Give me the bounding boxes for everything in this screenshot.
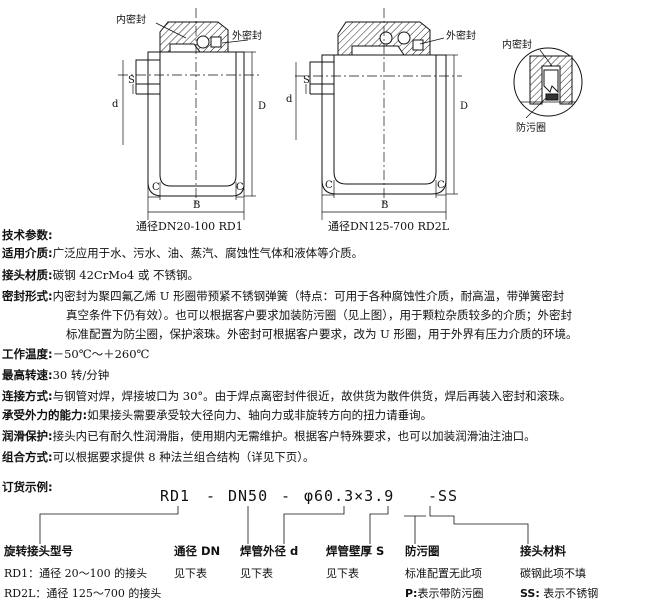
order-code-suffix: -SS — [428, 487, 459, 505]
order-code-pipe-size: φ60.3×3.9 — [304, 487, 395, 505]
param-seal-line3: 标准配置为防尘圈，保护滚珠。外密封可根据客户要求，改为 U 形圈，用于外界有压力… — [66, 327, 578, 341]
order-head-wall: 焊管壁厚 S — [326, 544, 385, 558]
technical-drawings: 内密封 外密封 S d D C C B 外密封 S d D C C B — [112, 8, 583, 220]
param-seal-line2: 真空条件下仍有效）。也可以根据客户要求加装防污圈（见上图），用于颗粒杂质较多的介… — [66, 308, 572, 322]
order-model-rd1: RD1：通径 20～100 的接头 — [4, 567, 148, 580]
label-dust-ring-3: 防污圈 — [516, 121, 546, 134]
order-dn-value: 见下表 — [174, 567, 207, 580]
order-title: 订货示例: — [2, 480, 53, 494]
param-speed: 最高转速:30 转/分钟 — [2, 368, 110, 382]
label-outer-seal-1: 外密封 — [232, 29, 262, 42]
caption-rd2l: 通径DN125-700 RD2L — [328, 220, 450, 233]
order-model-rd2l: RD2L：通径 125～700 的接头 — [4, 587, 162, 600]
label-d-small-1: d — [112, 99, 119, 110]
order-wall-value: 见下表 — [326, 567, 359, 580]
order-leader-lines — [39, 506, 529, 544]
label-s-2: S — [303, 75, 310, 86]
label-d-big-2: D — [460, 101, 468, 112]
order-head-od: 焊管外径 d — [240, 544, 299, 558]
order-head-dn: 通径 DN — [174, 544, 221, 558]
order-material-carbon: 碳钢此项不填 — [520, 567, 586, 580]
order-dust-standard: 标准配置无此项 — [405, 567, 482, 580]
label-b-2: B — [381, 200, 388, 211]
caption-rd1: 通径DN20-100 RD1 — [136, 220, 243, 233]
label-c-1a: C — [152, 182, 160, 193]
label-c-2b: C — [437, 180, 445, 191]
label-inner-seal-1: 内密封 — [116, 13, 146, 26]
label-outer-seal-2: 外密封 — [446, 29, 476, 42]
label-d-big-1: D — [258, 101, 266, 112]
order-code-model: RD1 — [160, 487, 191, 505]
order-dust-p: P:表示带防污圈 — [405, 587, 484, 600]
order-material-ss: SS: 表示不锈钢 — [520, 587, 599, 600]
label-b-1: B — [193, 200, 200, 211]
seal-detail-view — [513, 47, 583, 119]
order-head-model: 旋转接头型号 — [4, 544, 73, 558]
param-lubrication: 润滑保护:接头内已有耐久性润滑脂，使用期内无需维护。根据客户特殊要求，也可以加装… — [2, 429, 536, 443]
param-material: 接头材质:碳钢 42CrMo4 或 不锈钢。 — [2, 268, 200, 282]
label-s-1: S — [128, 75, 135, 86]
param-temperature: 工作温度:－50℃～＋260℃ — [2, 347, 150, 361]
order-code-dash-1: - — [206, 487, 217, 505]
param-medium: 适用介质:广泛应用于水、污水、油、蒸汽、腐蚀性气体和液体等介质。 — [2, 246, 364, 260]
param-load: 承受外力的能力:如果接头需要承受较大径向力、轴向力或非旋转方向的扭力请垂询。 — [2, 408, 433, 422]
label-c-1b: C — [236, 182, 244, 193]
drawing-rd1 — [118, 8, 262, 220]
label-c-2a: C — [325, 180, 333, 191]
params-title: 技术参数: — [2, 228, 53, 242]
order-od-value: 见下表 — [240, 567, 273, 580]
param-combination: 组合方式:可以根据要求提供 8 种法兰组合结构（详见下页）。 — [2, 450, 315, 464]
label-d-small-2: d — [286, 94, 293, 105]
order-code-dash-2: - — [281, 487, 292, 505]
label-inner-seal-3: 内密封 — [502, 38, 532, 51]
order-code-dn: DN50 — [228, 487, 269, 505]
param-seal: 密封形式:内密封为聚四氟乙烯 U 形圈带预紧不锈钢弹簧（特点：可用于各种腐蚀性介… — [2, 289, 565, 303]
param-connection: 连接方式:与钢管对焊，焊接坡口为 30°。由于焊点离密封件很近，故供货为散件供货… — [2, 389, 572, 403]
order-head-dust: 防污圈 — [405, 544, 440, 558]
drawing-rd2l — [295, 8, 462, 220]
order-head-material: 接头材料 — [520, 544, 566, 558]
